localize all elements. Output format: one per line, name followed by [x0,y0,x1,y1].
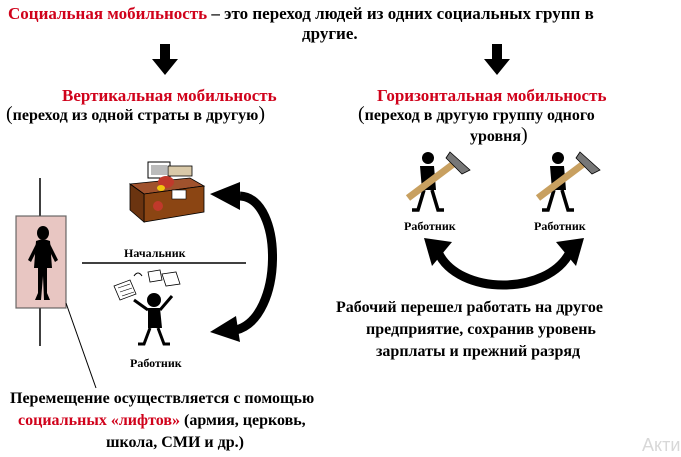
horizontal-example-3: зарплаты и прежний разряд [376,343,581,360]
horizontal-desc-text-2: уровня [470,128,522,145]
lifts-line-3: школа, СМИ и др.) [106,434,244,451]
lifts-line-2: социальных «лифтов» (армия, церковь, [18,410,306,432]
boss-label: Начальник [124,246,186,260]
paren-open: ( [6,103,13,125]
down-arrow-right-icon [484,44,510,75]
activation-watermark: Акти [642,435,681,455]
horizontal-desc-text-1: переход в другую группу одного [364,107,595,124]
horizontal-example-1: Рабочий перешел работать на другое [336,299,603,316]
horizontal-cycle-arrow-icon [424,238,584,290]
paren-open: ( [358,103,365,125]
definition-line-2: другие. [302,24,358,43]
vertical-mobility-desc: (переход из одной страты в другую) [6,103,265,127]
horizontal-mobility-title: Горизонтальная мобильность [377,86,607,105]
worker-with-papers-icon [113,269,181,346]
horizontal-mobility-desc-1: (переход в другую группу одного [358,103,595,127]
social-lifts-term: социальных «лифтов» [18,412,180,429]
lifts-line-1: Перемещение осуществляется с помощью [10,390,315,407]
horizontal-example-2: предприятие, сохранив уровень [366,321,596,338]
boss-at-desk-icon [128,161,206,223]
definition-line-1: Социальная мобильность – это переход люд… [8,4,594,24]
lifts-line-2-rest: (армия, церковь, [179,412,306,429]
definition-text: – это переход людей из одних социальных … [207,4,594,23]
worker-label-right: Работник [534,219,586,233]
vertical-desc-text: переход из одной страты в другую [12,107,259,124]
vertical-mobility-title: Вертикальная мобильность [62,86,277,105]
elevator-icon [15,178,97,389]
horizontal-mobility-desc-2: уровня) [470,124,528,148]
worker-hammer-left-icon [405,151,471,212]
strata-divider [82,262,246,264]
term-social-mobility: Социальная мобильность [8,4,208,23]
paren-close: ) [258,103,265,125]
vertical-cycle-arrow-icon [210,182,277,342]
worker-label-vertical: Работник [130,356,182,370]
paren-close: ) [521,124,528,146]
down-arrow-left-icon [152,44,178,75]
worker-hammer-right-icon [535,151,601,212]
worker-label-left: Работник [404,219,456,233]
